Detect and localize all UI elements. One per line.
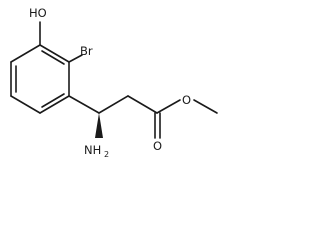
bond-o-methyl xyxy=(193,99,218,114)
bond-calpha-ch2 xyxy=(98,95,129,114)
bond-ch2-carbonyl-c xyxy=(127,95,158,114)
atom-label-amine-subscript: 2 xyxy=(104,150,109,159)
atom-label-hydroxyl: HO xyxy=(29,6,47,20)
bond-c-o-ester xyxy=(156,99,181,114)
chemical-structure: HO Br NH 2 O O xyxy=(10,6,218,159)
atom-label-amine: NH xyxy=(84,143,101,157)
bond-ring-c3-c4 xyxy=(39,95,70,114)
ring-bonds xyxy=(10,44,70,114)
bond-ring-c6-c1 xyxy=(10,44,41,63)
bond-ring-c4-c5 xyxy=(10,95,41,114)
bond-c3-calpha xyxy=(68,95,100,114)
bond-ring-inner-c1-c2 xyxy=(41,50,65,65)
substituent-bonds xyxy=(39,21,218,139)
bond-c2-br xyxy=(68,54,83,63)
bond-ring-inner-c3-c4 xyxy=(41,93,65,108)
atom-labels: HO Br NH 2 O O xyxy=(29,6,191,159)
atom-label-ester-oxygen: O xyxy=(182,93,191,107)
wedge-bond-calpha-n xyxy=(95,113,103,138)
atom-label-bromine: Br xyxy=(80,44,93,58)
bond-ring-c1-c2 xyxy=(39,44,70,63)
atom-label-carbonyl-oxygen: O xyxy=(153,139,162,153)
